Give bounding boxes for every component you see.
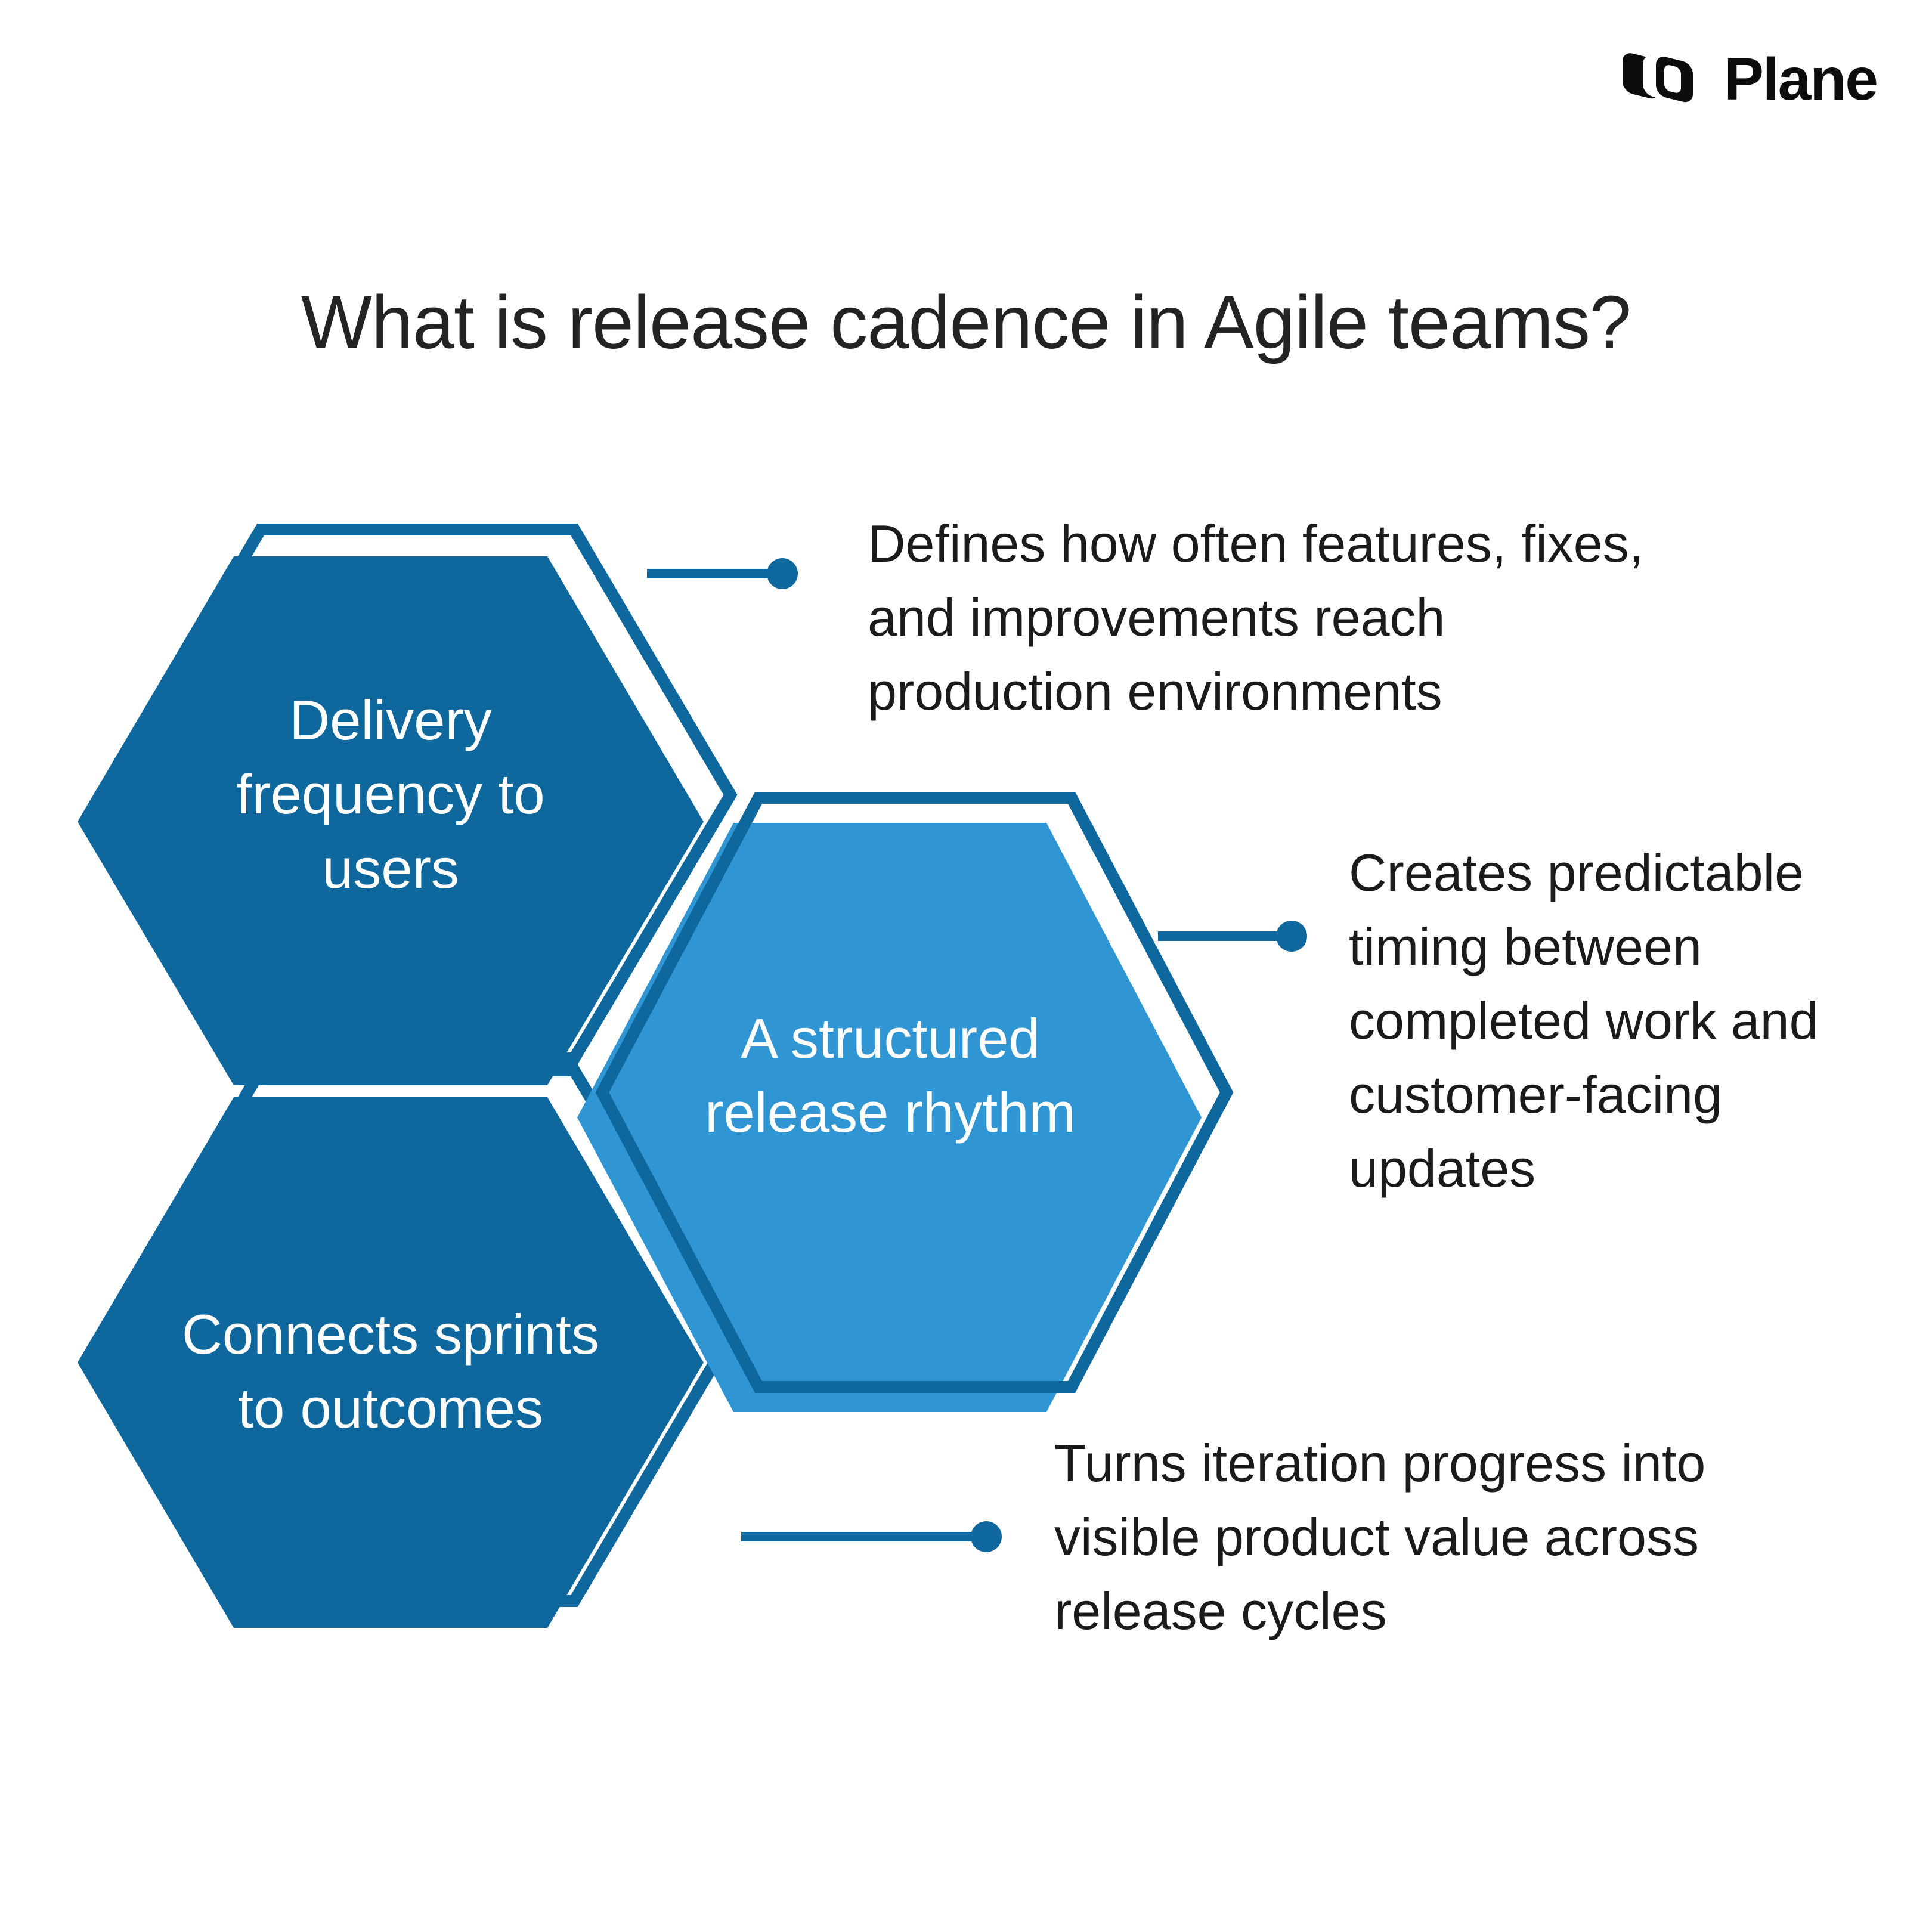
connector-3 xyxy=(741,1521,1002,1552)
hexagon-2-shape xyxy=(577,792,1234,1412)
description-line: updates xyxy=(1349,1139,1536,1198)
connector-2 xyxy=(1158,921,1307,952)
plane-logo-icon xyxy=(1623,53,1693,103)
description-line: Defines how often features, fixes, xyxy=(868,514,1644,573)
hexagon-2-description: Creates predictable timing between compl… xyxy=(1349,836,1819,1206)
description-line: visible product value across xyxy=(1054,1507,1699,1566)
plane-logo: Plane xyxy=(1619,45,1878,114)
hexagon-3-description: Turns iteration progress into visible pr… xyxy=(1054,1426,1705,1648)
hexagon-1-shape xyxy=(78,524,738,1085)
hexagon-1-description: Defines how often features, fixes, and i… xyxy=(868,507,1643,729)
description-line: release cycles xyxy=(1054,1581,1387,1640)
description-line: Turns iteration progress into xyxy=(1054,1433,1706,1493)
connector-1 xyxy=(647,558,798,589)
plane-logo-wordmark: Plane xyxy=(1724,46,1878,113)
description-line: Creates predictable xyxy=(1349,843,1804,902)
description-line: and improvements reach xyxy=(868,588,1445,647)
description-line: completed work and xyxy=(1349,991,1819,1050)
description-line: production environments xyxy=(868,662,1442,721)
description-line: customer-facing xyxy=(1349,1065,1723,1124)
page-title: What is release cadence in Agile teams? xyxy=(301,280,1631,364)
description-line: timing between xyxy=(1349,917,1702,976)
